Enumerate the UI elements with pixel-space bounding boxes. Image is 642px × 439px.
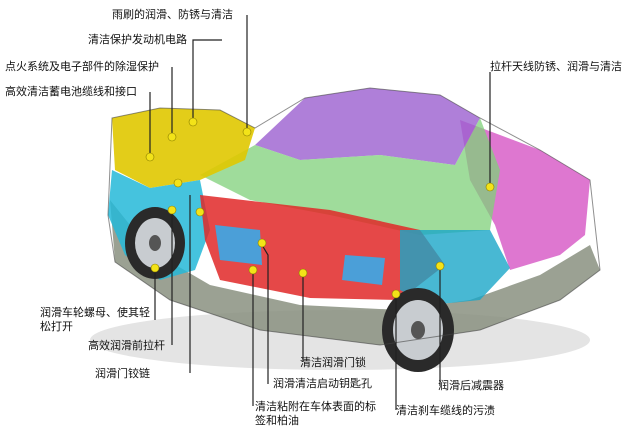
label-ignition: 点火系统及电子部件的除湿保护 [5,60,159,73]
label-shock: 润滑后减震器 [438,379,504,392]
dot-door-hinge [195,207,205,217]
dot-brake-cable [391,289,401,299]
dot-stickers [248,265,258,275]
car-body-lower [110,200,600,345]
car-rear-fender [400,230,510,305]
label-antenna: 拉杆天线防锈、润滑与清洁 [490,60,622,73]
label-engine-circuit: 清洁保护发动机电路 [88,33,187,46]
car-floor-mat-rear [342,255,385,285]
label-door-lock: 清洁润滑门锁 [300,356,366,369]
car-floor-mat [215,225,262,265]
dot-engine-circuit [188,117,198,127]
label-key-hole: 润滑清洁启动钥匙孔 [273,377,372,390]
rear-wheel [382,288,454,372]
car-floor [200,195,445,300]
dot-antenna [485,182,495,192]
label-stickers: 清洁粘附在车体表面的标签和柏油 [255,400,376,427]
car-hood [112,108,255,188]
label-wiper: 雨刷的润滑、防锈与清洁 [112,8,233,21]
front-wheel [125,207,185,279]
car-outline [107,87,601,346]
leader-engine-circuit [192,39,222,120]
dot-door-lock [298,268,308,278]
label-hood-lever: 高效润滑前拉杆 [88,339,165,352]
dot-battery [145,152,155,162]
dot-wheel-nut [150,263,160,273]
label-wheel-nut: 润滑车轮螺母、使其轻松打开 [40,306,150,333]
leader-key-hole [261,244,269,384]
dot-ignition [167,132,177,142]
dot-key-hole [257,238,267,248]
car-roof [255,88,480,165]
label-door-hinge: 润滑门铰链 [95,367,150,380]
dot-hood-lever [167,205,177,215]
label-brake-cable: 清洁刹车缆线的污渍 [396,404,495,417]
car-cabin [200,118,500,235]
label-battery: 高效清洁蓄电池缆线和接口 [5,85,137,98]
dot-wiper [242,127,252,137]
dot-shock [435,261,445,271]
dot-battery-2 [173,178,183,188]
